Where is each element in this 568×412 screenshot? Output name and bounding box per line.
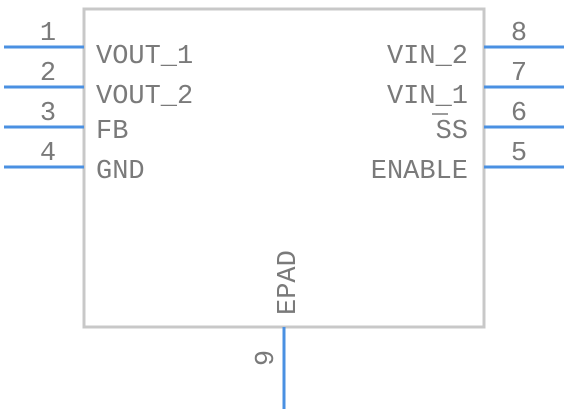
- pin-8-name: VIN_2: [387, 42, 468, 72]
- pin-2-name: VOUT_2: [96, 82, 193, 112]
- pin-2-number: 2: [40, 59, 56, 89]
- pin-6-number: 6: [511, 99, 527, 129]
- pin-4-number: 4: [40, 139, 56, 169]
- pin-5-number: 5: [511, 139, 527, 169]
- pin-3-name: FB: [96, 117, 128, 147]
- pin-6-name: SS: [436, 117, 468, 147]
- pin-1-number: 1: [40, 19, 56, 49]
- pin-5-name: ENABLE: [371, 157, 468, 187]
- pin-1-name: VOUT_1: [96, 42, 193, 72]
- pin-8-number: 8: [511, 19, 527, 49]
- pin-4-name: GND: [96, 157, 145, 187]
- pin-7-name: VIN_1: [387, 82, 468, 112]
- pin-9-number: 9: [252, 350, 282, 366]
- pin-9-name: EPAD: [274, 250, 304, 315]
- pin-7-number: 7: [511, 59, 527, 89]
- pin-3-number: 3: [40, 99, 56, 129]
